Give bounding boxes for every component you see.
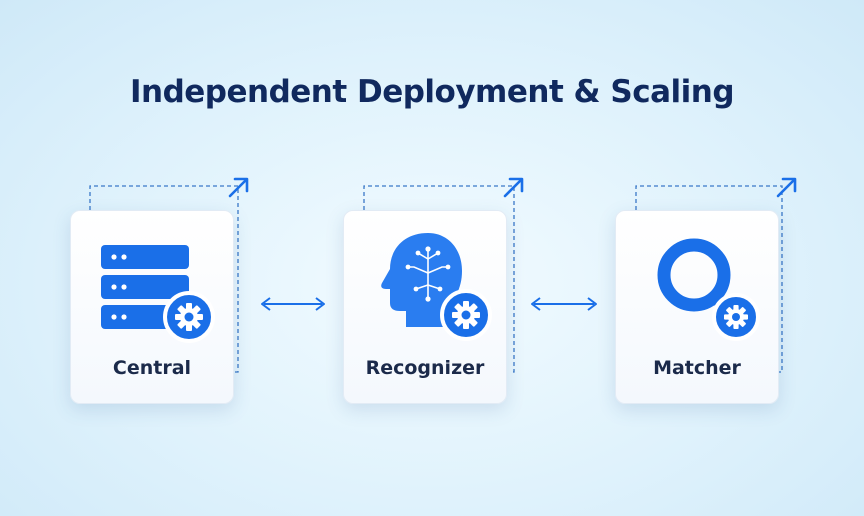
page-title: Independent Deployment & Scaling	[129, 74, 735, 110]
service-label-recognizer: Recognizer	[365, 357, 485, 379]
bidirectional-arrow-icon	[531, 297, 597, 311]
server-gear-icon	[101, 245, 215, 343]
scale-outline-matcher	[635, 185, 783, 373]
bidirectional-arrow-icon	[261, 297, 325, 311]
service-card-central: Central	[70, 210, 234, 404]
service-card-recognizer: Recognizer	[343, 210, 507, 404]
scale-outline-recognizer	[363, 185, 515, 373]
service-card-matcher: Matcher	[615, 210, 779, 404]
service-label-matcher: Matcher	[653, 357, 741, 379]
scale-up-arrow-icon	[503, 177, 524, 198]
scale-up-arrow-icon	[776, 177, 797, 198]
scale-up-arrow-icon	[228, 177, 249, 198]
ai-head-gear-icon	[381, 233, 492, 341]
service-label-central: Central	[112, 357, 192, 379]
scale-outline-central	[89, 185, 239, 373]
ring-gear-icon	[657, 238, 760, 341]
